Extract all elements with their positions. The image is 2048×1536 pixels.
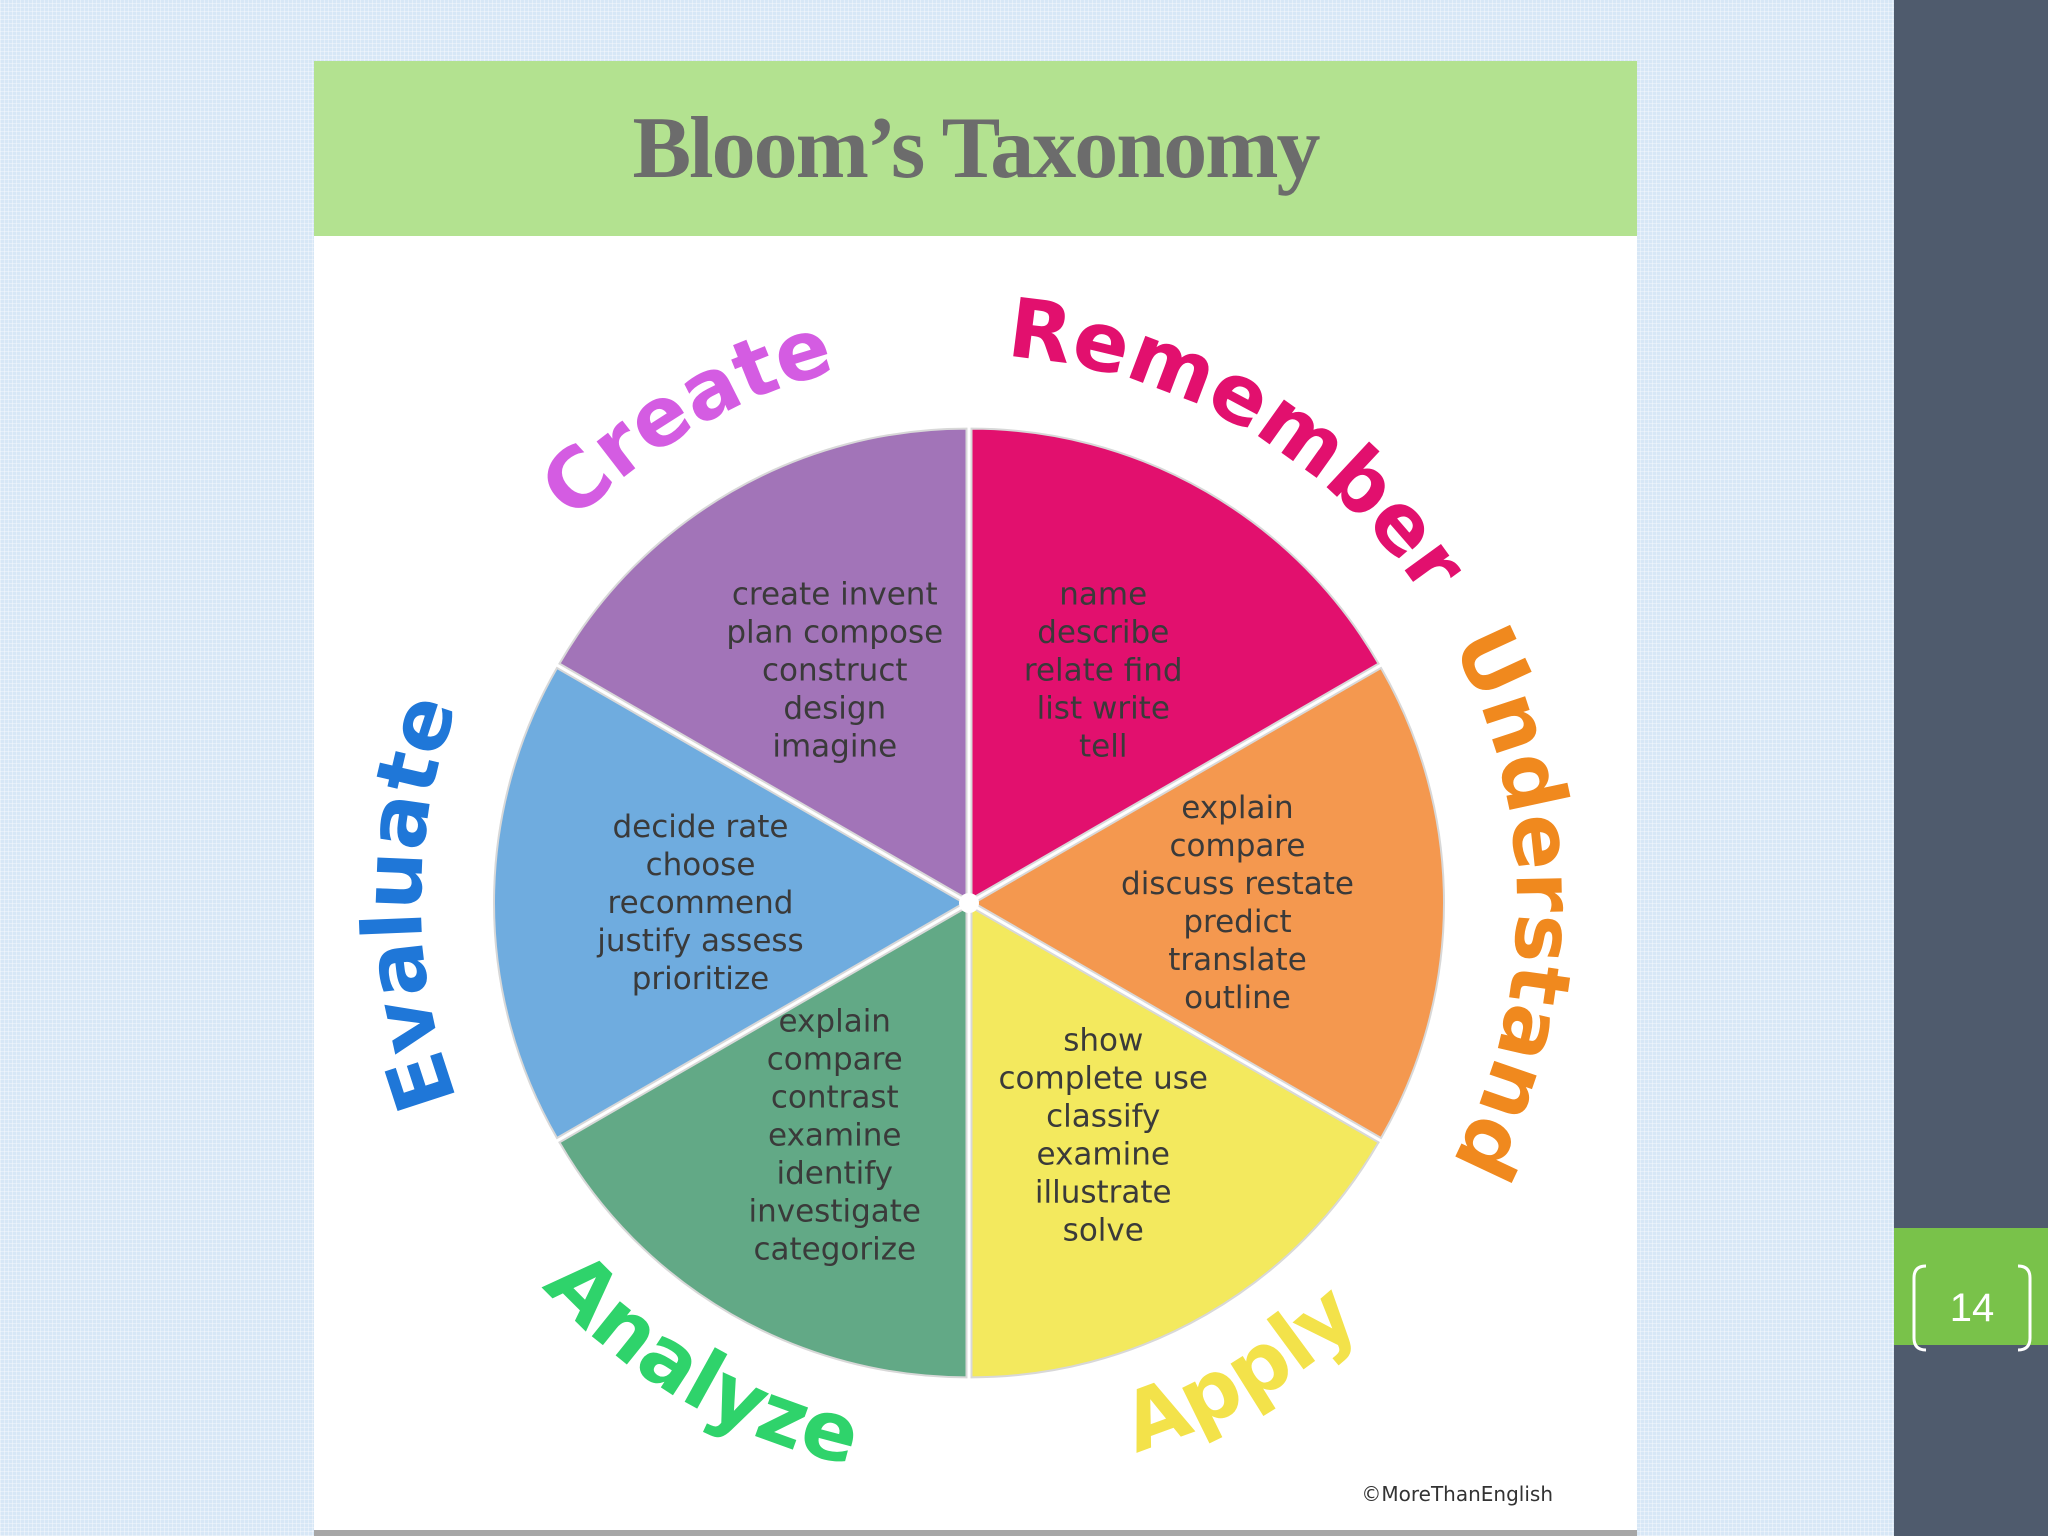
- segment-create: [558, 427, 968, 901]
- wheel-hub: [959, 893, 979, 913]
- segment-word: investigate: [749, 1194, 922, 1230]
- segment-word: predict: [1183, 904, 1291, 940]
- copyright-credit: ©MoreThanEnglish: [1361, 1482, 1553, 1506]
- segment-word: name: [1059, 576, 1147, 612]
- segment-word: identify: [777, 1156, 894, 1192]
- segment-word: recommend: [608, 885, 794, 921]
- segment-word: prioritize: [632, 961, 769, 997]
- segment-word: classify: [1046, 1099, 1160, 1135]
- segment-word: illustrate: [1035, 1175, 1172, 1211]
- segment-word: compare: [1169, 828, 1305, 864]
- segment-word: explain: [1181, 790, 1293, 826]
- bracket-icon: [1912, 1264, 2032, 1352]
- segment-word: decide rate: [613, 809, 789, 845]
- segment-word: list write: [1037, 690, 1170, 726]
- segment-word: create invent: [732, 576, 938, 612]
- segment-word: examine: [768, 1118, 901, 1154]
- segment-apply: [970, 905, 1380, 1379]
- page-number-frame: 14: [1910, 1262, 2034, 1354]
- segment-word: plan compose: [726, 614, 943, 650]
- page-number-box: [1894, 1228, 2048, 1345]
- segment-word: categorize: [753, 1232, 916, 1268]
- title-band: Bloom’s Taxonomy: [314, 61, 1637, 236]
- slide-title: Bloom’s Taxonomy: [632, 100, 1320, 197]
- segment-words-analyze: explaincomparecontrastexamineidentifyinv…: [749, 1004, 922, 1268]
- segment-word: design: [783, 690, 886, 726]
- segment-understand: [972, 666, 1445, 1140]
- segment-word: show: [1063, 1023, 1143, 1059]
- segment-word: translate: [1168, 942, 1307, 978]
- label-understand: Understand: [1434, 612, 1592, 1195]
- segment-remember: [970, 427, 1380, 901]
- segment-word: examine: [1037, 1137, 1170, 1173]
- segment-analyze: [558, 905, 968, 1379]
- segment-word: explain: [779, 1004, 891, 1040]
- label-evaluate: Evaluate: [345, 683, 475, 1123]
- segment-word: outline: [1184, 980, 1291, 1016]
- segment-word: compare: [767, 1042, 903, 1078]
- segment-word: tell: [1079, 728, 1127, 764]
- segment-word: imagine: [772, 728, 897, 764]
- segment-word: contrast: [771, 1080, 899, 1116]
- bottom-rule: [314, 1530, 1637, 1536]
- segment-word: choose: [646, 847, 756, 883]
- segment-word: solve: [1063, 1213, 1144, 1249]
- segments-layer: [493, 427, 1445, 1379]
- segment-word: relate find: [1024, 652, 1183, 688]
- segment-word: complete use: [998, 1061, 1208, 1097]
- segment-word: discuss restate: [1121, 866, 1354, 902]
- segment-evaluate: [493, 666, 967, 1140]
- page-number: 14: [1949, 1286, 1995, 1330]
- segment-word: justify assess: [596, 923, 803, 959]
- segment-word: construct: [762, 652, 908, 688]
- segment-word: describe: [1037, 614, 1169, 650]
